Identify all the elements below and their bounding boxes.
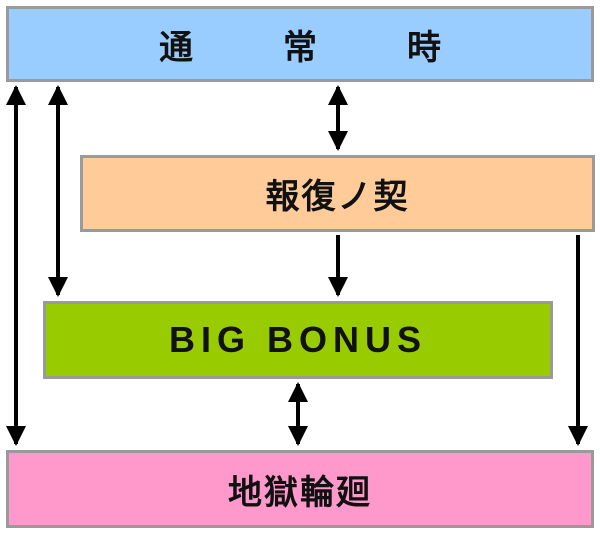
state-hell-box: 地獄輪廻 — [6, 450, 594, 528]
state-normal-box: 通 常 時 — [6, 6, 594, 82]
state-big-bonus-box: BIG BONUS — [43, 301, 553, 379]
state-revenge-box: 報復ノ契 — [80, 155, 595, 232]
